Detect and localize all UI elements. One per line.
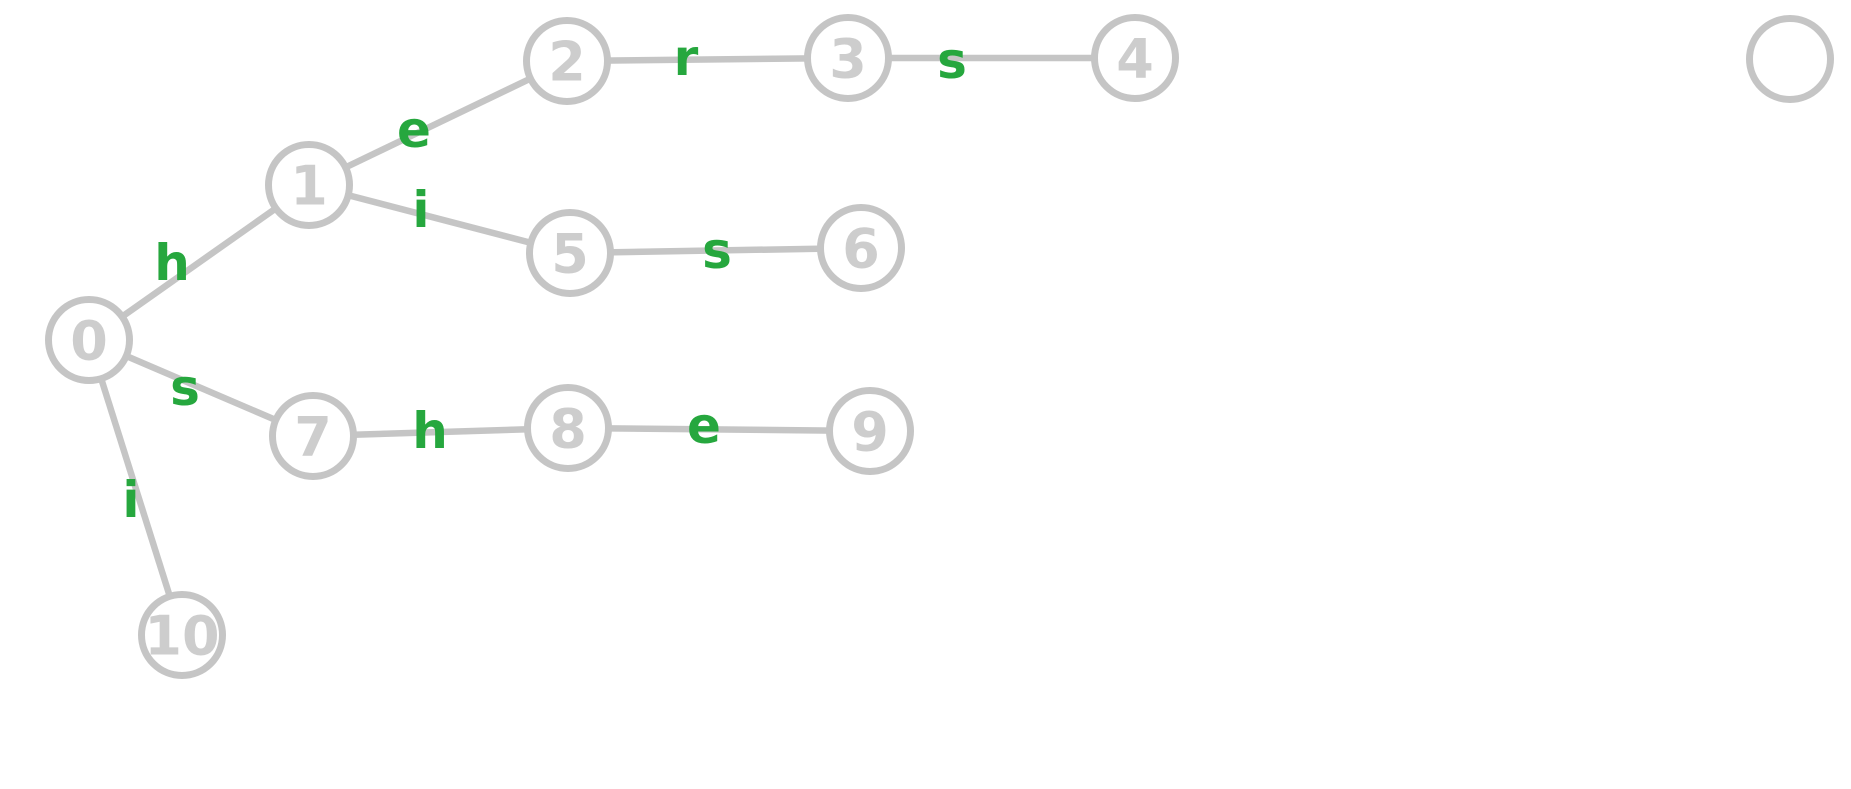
graph-node-6: 6	[817, 204, 905, 292]
edge-label-3-4: s	[937, 32, 967, 90]
edge-0-1	[87, 182, 311, 343]
node-label-0: 0	[70, 309, 108, 372]
node-label-4: 4	[1116, 27, 1154, 90]
node-circle-4	[1091, 14, 1179, 102]
node-circle-1	[265, 141, 353, 229]
node-label-7: 7	[294, 405, 332, 468]
node-circle-2	[523, 17, 611, 105]
node-label-5: 5	[551, 222, 589, 285]
graph-node-9: 9	[826, 387, 914, 475]
edge-label-0-10: i	[122, 471, 139, 529]
node-label-1: 1	[290, 154, 328, 217]
edge-1-2	[307, 58, 569, 188]
node-label-10: 10	[144, 604, 219, 667]
node-label-8: 8	[549, 397, 587, 460]
edge-label-5-6: s	[702, 222, 732, 280]
graph-node-4: 4	[1091, 14, 1179, 102]
node-circle-3	[804, 14, 892, 102]
edge-0-10	[85, 339, 186, 636]
graph-node-7: 7	[269, 392, 357, 480]
node-circle-6	[817, 204, 905, 292]
edge-8-9	[567, 424, 871, 435]
graph-node-8: 8	[524, 384, 612, 472]
node-label-9: 9	[851, 400, 889, 463]
edge-label-1-2: e	[397, 101, 431, 159]
graph-node-0: 0	[45, 296, 133, 384]
node-circle-7	[269, 392, 357, 480]
node-circle-8	[524, 384, 612, 472]
graph-node-10: 10	[138, 591, 226, 679]
node-label-6: 6	[842, 217, 880, 280]
node-circle-unlabeled	[1746, 15, 1834, 103]
edge-label-8-9: e	[687, 397, 721, 455]
node-label-3: 3	[829, 27, 867, 90]
graph-node-1: 1	[265, 141, 353, 229]
node-label-2: 2	[548, 30, 586, 93]
edge-2-3	[566, 54, 849, 65]
graph-node-5: 5	[526, 209, 614, 297]
edge-label-1-5: i	[412, 181, 429, 239]
node-circle-5	[526, 209, 614, 297]
graph-node-2: 2	[523, 17, 611, 105]
edge-label-7-8: h	[412, 402, 448, 460]
graph-node-3: 3	[804, 14, 892, 102]
edge-label-0-7: s	[170, 359, 200, 417]
edge-5-6	[569, 244, 862, 257]
node-circle-10	[138, 591, 226, 679]
node-circle-0	[45, 296, 133, 384]
graph-node-unlabeled	[1746, 15, 1834, 103]
edge-label-0-1: h	[154, 234, 190, 292]
node-circle-9	[826, 387, 914, 475]
edge-1-5	[308, 181, 571, 257]
edge-label-2-3: r	[674, 29, 699, 87]
